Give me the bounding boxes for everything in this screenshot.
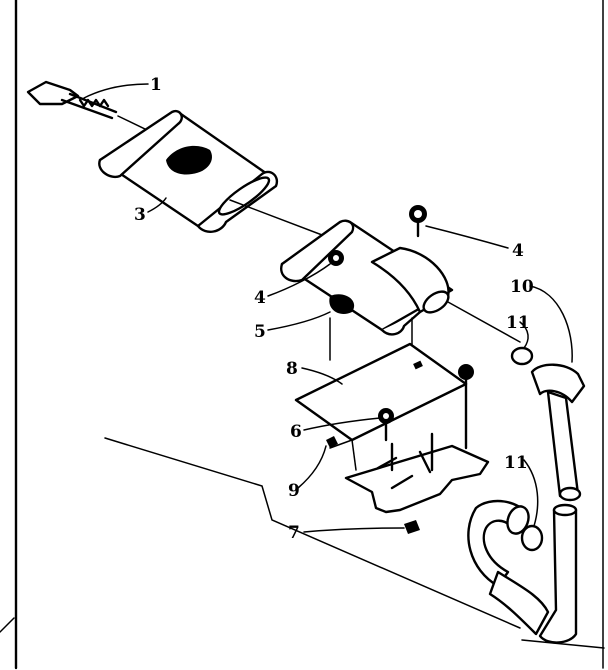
callout-6: 6	[290, 422, 302, 442]
leader-lines	[83, 83, 573, 533]
callout-7: 7	[288, 523, 300, 543]
callout-8: 8	[286, 359, 298, 379]
part-lower-hose	[467, 499, 578, 644]
part-clamp-upper	[510, 346, 534, 366]
part-screw-right	[458, 364, 474, 450]
callout-labels: 1 3 4 4 5 8 6 9 7 10 11 11	[134, 75, 534, 543]
background-surface	[0, 437, 605, 649]
part-bracket	[326, 432, 490, 534]
part-screw-6	[378, 408, 394, 442]
callout-11-lower: 11	[504, 453, 528, 473]
callout-4-lower: 4	[254, 288, 266, 308]
callout-4-upper: 4	[512, 241, 524, 261]
callout-3: 3	[134, 205, 146, 225]
callout-9: 9	[288, 481, 300, 501]
callout-10: 10	[510, 277, 534, 297]
part-valve-block	[280, 219, 521, 361]
part-upper-housing	[98, 109, 331, 239]
callout-11-upper: 11	[506, 313, 530, 333]
callout-5: 5	[254, 322, 266, 342]
part-screw-upper	[409, 205, 427, 238]
part-clamp-lower	[520, 524, 544, 552]
callout-1: 1	[150, 75, 162, 95]
part-elbow-hose	[530, 363, 586, 502]
